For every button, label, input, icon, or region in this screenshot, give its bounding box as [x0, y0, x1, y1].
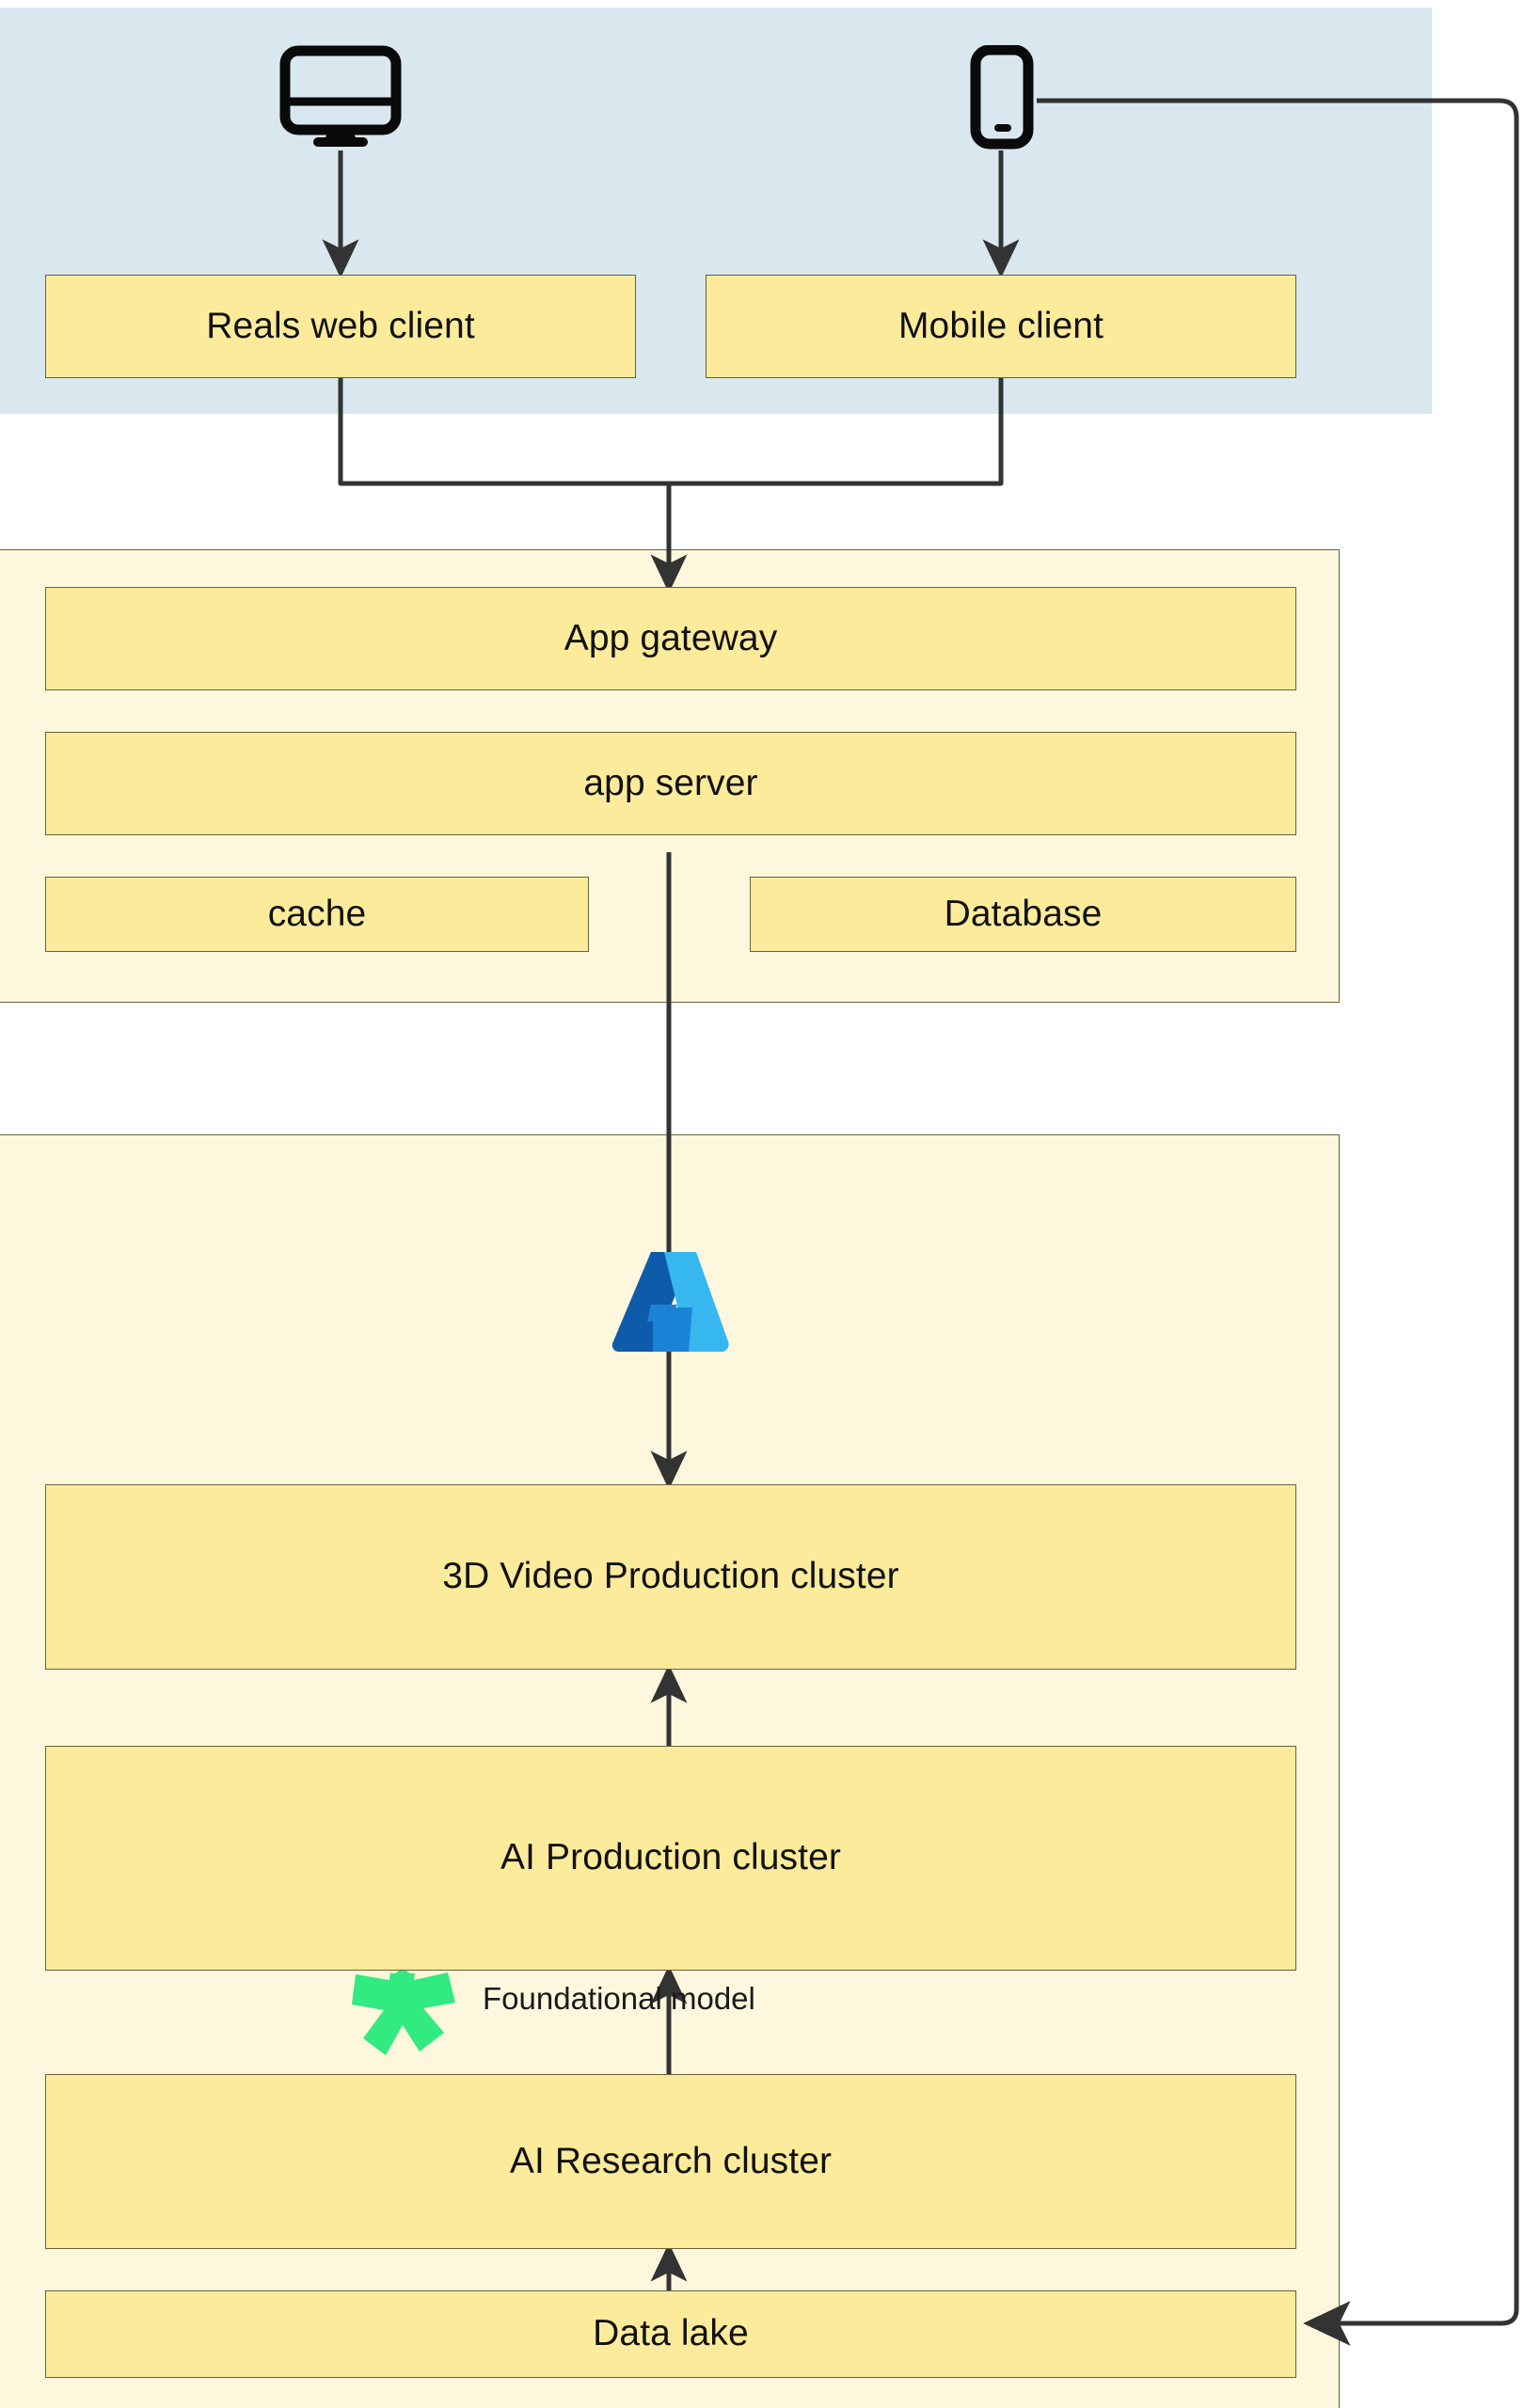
- azure-logo-icon: [610, 1246, 732, 1359]
- node-ai-production-cluster[interactable]: AI Production cluster: [45, 1746, 1296, 1971]
- node-mobile-client[interactable]: Mobile client: [706, 275, 1296, 378]
- node-database[interactable]: Database: [750, 877, 1296, 952]
- node-data-lake[interactable]: Data lake: [45, 2290, 1296, 2378]
- desktop-monitor-icon: [278, 45, 404, 149]
- node-app-server[interactable]: app server: [45, 732, 1296, 835]
- node-reals-web-client[interactable]: Reals web client: [45, 275, 636, 378]
- foundational-model-label: Foundational model: [483, 1981, 755, 2016]
- node-cache[interactable]: cache: [45, 877, 589, 952]
- node-app-gateway[interactable]: App gateway: [45, 587, 1296, 690]
- node-ai-research-cluster[interactable]: AI Research cluster: [45, 2074, 1296, 2249]
- node-3d-video-production-cluster[interactable]: 3D Video Production cluster: [45, 1484, 1296, 1670]
- mobile-phone-icon: [969, 44, 1035, 150]
